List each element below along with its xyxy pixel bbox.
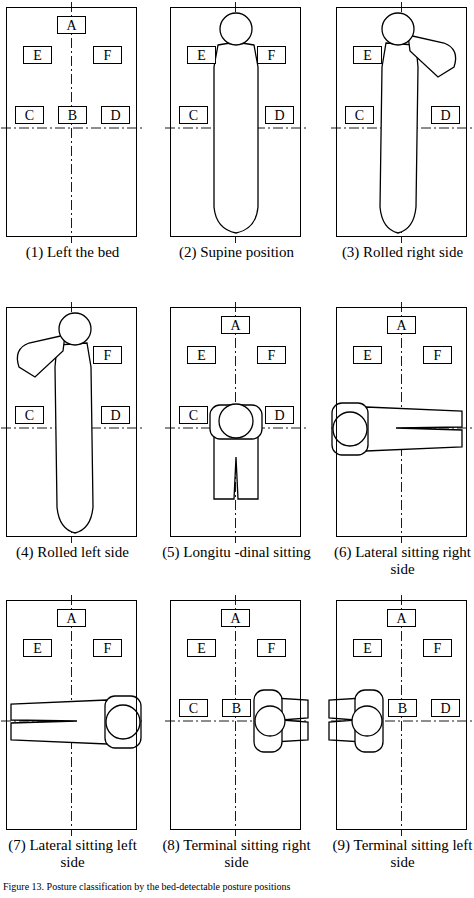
- sensor-label: A: [66, 611, 76, 626]
- sensor-box: C: [179, 106, 208, 124]
- sensor-label: D: [274, 408, 284, 423]
- sensor-label: F: [434, 348, 442, 363]
- bed-outline: (1) Left the bedAEFCBD: [6, 7, 137, 237]
- sensor-box: E: [353, 639, 382, 657]
- sensor-label: C: [189, 408, 198, 423]
- sensor-label: F: [268, 48, 276, 63]
- bed-outline: (7) Lateral sitting left sideAEF: [6, 600, 137, 830]
- sensor-label: A: [66, 18, 76, 33]
- sensor-label: B: [398, 701, 407, 716]
- sensor-label: E: [363, 348, 372, 363]
- sensor-box: F: [93, 639, 122, 657]
- sensor-label: F: [268, 641, 276, 656]
- sensor-label: A: [396, 611, 406, 626]
- sensor-box: F: [423, 639, 452, 657]
- sensor-label: C: [189, 701, 198, 716]
- sensor-box: D: [265, 106, 294, 124]
- sensor-box: C: [179, 406, 208, 424]
- sensor-box: D: [431, 106, 460, 124]
- sensor-box: A: [221, 609, 250, 627]
- posture-caption: (2) Supine position: [159, 244, 314, 261]
- bed-outline: (4) Rolled left sideFCD: [6, 307, 137, 537]
- sensor-label: A: [396, 318, 406, 333]
- sensor-label: C: [25, 108, 34, 123]
- sensor-box: C: [15, 106, 44, 124]
- sensor-box: F: [423, 346, 452, 364]
- sensor-box: A: [57, 609, 86, 627]
- figure-caption: Figure 13. Posture classification by the…: [3, 881, 290, 893]
- posture-caption: (5) Longitu -dinal sitting: [159, 544, 314, 561]
- sensor-label: E: [197, 348, 206, 363]
- sensor-box: A: [221, 316, 250, 334]
- sensor-label: C: [25, 408, 34, 423]
- sensor-label: C: [355, 108, 364, 123]
- posture-caption: (1) Left the bed: [0, 244, 150, 261]
- sensor-box: C: [179, 699, 208, 717]
- sensor-label: F: [434, 641, 442, 656]
- sensor-label: E: [363, 641, 372, 656]
- sensor-box: E: [187, 346, 216, 364]
- posture-caption: (3) Rolled right side: [325, 244, 474, 261]
- sensor-label: B: [68, 108, 77, 123]
- sensor-label: C: [189, 108, 198, 123]
- sensor-label: F: [104, 48, 112, 63]
- sensor-label: D: [440, 108, 450, 123]
- sensor-label: D: [110, 408, 120, 423]
- sensor-box: F: [257, 639, 286, 657]
- bed-outline: (2) Supine positionEFCD: [170, 7, 301, 237]
- sensor-box: E: [353, 46, 382, 64]
- body-figures: [11, 13, 462, 752]
- sensor-label: F: [104, 641, 112, 656]
- sensor-box: E: [23, 46, 52, 64]
- sensor-box: F: [93, 346, 122, 364]
- posture-caption: (9) Terminal sitting left side: [325, 837, 474, 872]
- sensor-label: B: [232, 701, 241, 716]
- posture-caption: (6) Lateral sitting right side: [325, 544, 474, 579]
- sensor-box: E: [23, 639, 52, 657]
- sensor-box: B: [58, 106, 87, 124]
- sensor-label: D: [440, 701, 450, 716]
- sensor-box: F: [257, 346, 286, 364]
- posture-caption: (4) Rolled left side: [0, 544, 150, 561]
- sensor-label: A: [230, 318, 240, 333]
- sensor-box: E: [187, 639, 216, 657]
- sensor-box: E: [353, 346, 382, 364]
- sensor-box: B: [388, 699, 417, 717]
- sensor-box: A: [387, 316, 416, 334]
- bed-outline: (3) Rolled right sideECD: [336, 7, 467, 237]
- sensor-label: F: [104, 348, 112, 363]
- sensor-box: F: [257, 46, 286, 64]
- bed-outline: (6) Lateral sitting right sideAEF: [336, 307, 467, 537]
- sensor-box: A: [57, 16, 86, 34]
- sensor-box: D: [265, 406, 294, 424]
- sensor-box: D: [101, 406, 130, 424]
- posture-caption: (7) Lateral sitting left side: [0, 837, 150, 872]
- sensor-label: F: [268, 348, 276, 363]
- sensor-label: E: [33, 641, 42, 656]
- bed-outline: (8) Terminal sitting right sideAEFCB: [170, 600, 301, 830]
- bed-outline: (5) Longitu -dinal sittingAEFCD: [170, 307, 301, 537]
- center-lines: [1, 2, 472, 836]
- sensor-label: E: [363, 48, 372, 63]
- sensor-label: E: [197, 48, 206, 63]
- sensor-label: E: [33, 48, 42, 63]
- sensor-box: B: [222, 699, 251, 717]
- sensor-box: F: [93, 46, 122, 64]
- sensor-box: C: [345, 106, 374, 124]
- sensor-label: D: [110, 108, 120, 123]
- sensor-box: C: [15, 406, 44, 424]
- posture-caption: (8) Terminal sitting right side: [159, 837, 314, 872]
- sensor-box: D: [431, 699, 460, 717]
- bed-outline: (9) Terminal sitting left sideAEFBD: [336, 600, 467, 830]
- sensor-box: D: [101, 106, 130, 124]
- sensor-label: D: [274, 108, 284, 123]
- sensor-box: A: [387, 609, 416, 627]
- sensor-box: E: [187, 46, 216, 64]
- sensor-label: E: [197, 641, 206, 656]
- sensor-label: A: [230, 611, 240, 626]
